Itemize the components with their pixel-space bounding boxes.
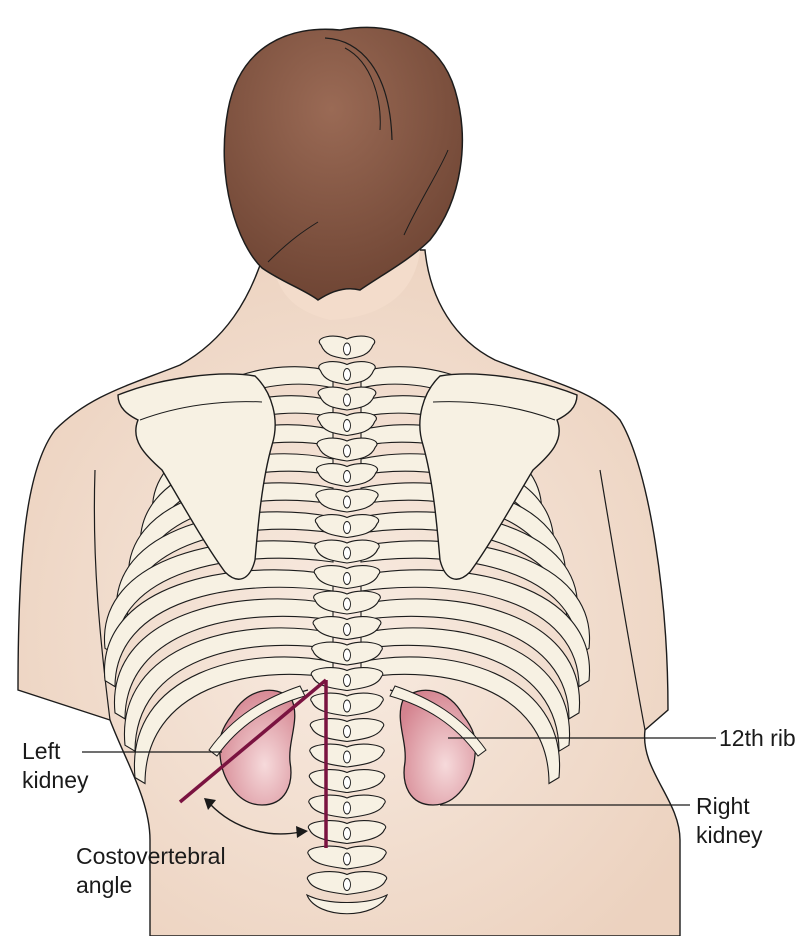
spinous-process-20 — [343, 827, 351, 840]
spinous-process-15 — [343, 699, 351, 713]
arm-crease-left — [93, 469, 111, 721]
hair-strand — [403, 149, 449, 236]
label-left-kidney-line2: kidney — [22, 767, 89, 793]
sacrum — [305, 893, 389, 915]
spinous-process-8 — [343, 521, 351, 534]
left-scapula-spine — [139, 401, 263, 421]
rib-right-11 — [360, 656, 560, 785]
spinous-process-9 — [343, 546, 351, 560]
spinous-process-22 — [343, 878, 351, 891]
spinous-process-13 — [343, 648, 351, 662]
left-12th-rib-fill — [208, 685, 306, 757]
hair-strand — [344, 47, 381, 131]
spinous-process-12 — [343, 623, 351, 636]
vertebral-column — [305, 335, 389, 915]
hair-strand — [267, 221, 319, 263]
label-costovertebral-line1: Costovertebral — [76, 843, 226, 869]
angle-line-rib — [178, 678, 328, 804]
rib-left-11 — [134, 656, 334, 785]
label-left-kidney-line1: Left — [22, 738, 61, 764]
label-costovertebral-angle: Costovertebral angle — [76, 842, 226, 900]
spinous-process-11 — [343, 597, 351, 611]
angle-arrowhead-left — [204, 798, 216, 810]
label-12th-rib: 12th rib — [719, 724, 795, 753]
spinous-process-1 — [343, 342, 351, 356]
label-right-kidney-line2: kidney — [696, 822, 763, 848]
spinous-process-19 — [343, 801, 351, 815]
spinous-process-2 — [343, 368, 351, 381]
label-left-kidney: Left kidney — [22, 737, 88, 795]
rib-left-10 — [123, 627, 334, 753]
label-costovertebral-line2: angle — [76, 872, 133, 898]
spinous-process-10 — [343, 572, 351, 585]
spinous-process-21 — [343, 852, 351, 866]
left-scapula — [117, 373, 276, 580]
spinous-process-7 — [343, 495, 351, 509]
right-12th-rib-fill — [389, 685, 487, 757]
spinous-process-5 — [343, 444, 351, 458]
head-hair — [223, 26, 464, 301]
spinous-process-18 — [343, 776, 351, 789]
spinous-process-14 — [343, 674, 351, 687]
rib-right-9 — [360, 598, 580, 720]
label-right-kidney-line1: Right — [696, 793, 750, 819]
spinous-process-16 — [343, 725, 351, 738]
label-12th-rib-text: 12th rib — [719, 725, 795, 751]
right-scapula — [419, 373, 578, 580]
rib-right-10 — [360, 627, 571, 753]
spinous-process-6 — [343, 470, 351, 483]
spinous-process-17 — [343, 750, 351, 764]
label-right-kidney: Right kidney — [696, 792, 762, 850]
right-scapula-spine — [432, 401, 556, 421]
angle-arrowhead-right — [296, 826, 308, 838]
spinous-process-4 — [343, 419, 351, 432]
angle-arrow-arc — [209, 803, 301, 835]
spinous-process-3 — [343, 393, 351, 407]
arm-crease-right — [599, 469, 646, 731]
rib-left-9 — [114, 598, 334, 720]
hair-strand — [324, 37, 393, 141]
